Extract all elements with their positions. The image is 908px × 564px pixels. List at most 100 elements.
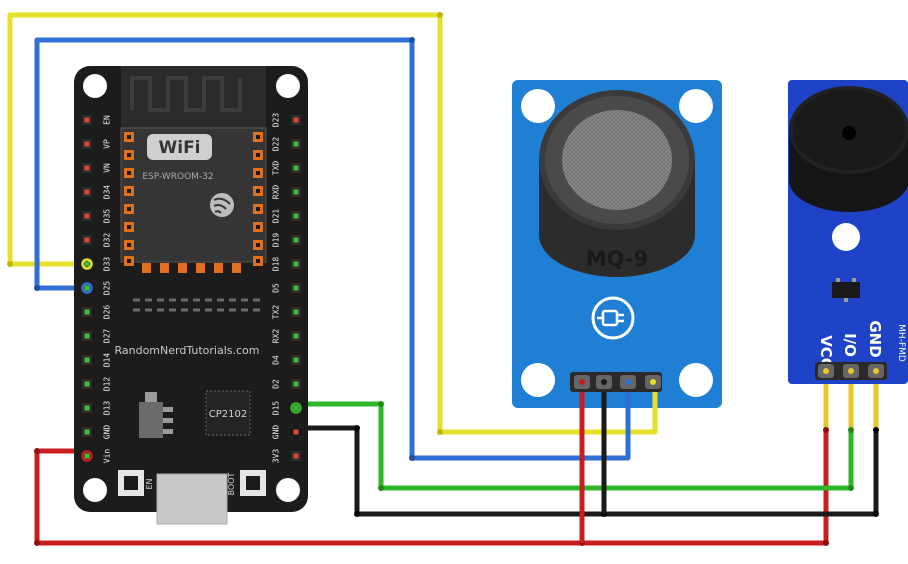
pin-dot: [84, 213, 90, 219]
buzzer-icon: [789, 86, 908, 212]
pin-dot: [84, 429, 90, 435]
pin-dot: [84, 141, 90, 147]
pin-label-d22: D22: [272, 137, 281, 152]
pin-label-gnd: GND: [103, 425, 112, 440]
antenna-trace: [130, 76, 242, 112]
pin-dot: [293, 237, 299, 243]
pin-label-d33: D33: [103, 257, 112, 272]
power-plug-icon: [591, 296, 635, 340]
pin-label-d25: D25: [103, 281, 112, 296]
pin-label-vin: Vin: [103, 449, 112, 464]
pin-dot: [293, 165, 299, 171]
pin-dot: [84, 357, 90, 363]
pin-label-d2: D2: [272, 379, 281, 389]
gas-sensor-cylinder: MQ-9: [539, 90, 695, 277]
sensor-pin-header: [570, 372, 662, 392]
pin-dot: [293, 285, 299, 291]
pin-dot: [84, 165, 90, 171]
pin-label-d14: D14: [103, 353, 112, 368]
left-pin-header: ENVPVND34D35D32D33D25D26D27D14D12D13GNDV…: [81, 115, 112, 464]
pin-label-d35: D35: [103, 209, 112, 224]
pin-dot: [293, 429, 299, 435]
mounting-hole: [276, 478, 300, 502]
pin-dot: [84, 405, 90, 411]
pin-label-vp: VP: [103, 139, 112, 149]
boot-button-label: BOOT: [227, 472, 236, 495]
pin-connection: [290, 426, 302, 438]
pin-label-d4: D4: [272, 355, 281, 365]
mq9-sensor-board: MQ-9: [512, 80, 722, 543]
pin-label-d27: D27: [103, 329, 112, 344]
pin-dot: [84, 381, 90, 387]
wire-green-io: [293, 401, 854, 491]
brand-text: RandomNerdTutorials.com: [114, 344, 259, 357]
pin-label-tx2: TX2: [272, 305, 281, 320]
pin-dot: [293, 333, 299, 339]
antenna-area: [121, 66, 266, 128]
wifi-logo: WiFi: [147, 134, 212, 160]
right-pin-header: D23D22TXDRXDD21D19D18D5TX2RX2D4D2D15GND3…: [272, 113, 302, 464]
usb-connector: [156, 473, 228, 525]
en-button-label: EN: [145, 478, 154, 489]
buzzer-pin-header: [815, 362, 887, 380]
pin-label-d18: D18: [272, 257, 281, 272]
pin-connection: [81, 450, 93, 462]
pin-dot: [84, 237, 90, 243]
pin-label-d26: D26: [103, 305, 112, 320]
pin-dot: [84, 333, 90, 339]
pin-dot: [293, 117, 299, 123]
pin-label-d34: D34: [103, 185, 112, 200]
mounting-hole: [83, 478, 107, 502]
pin-label-d32: D32: [103, 233, 112, 248]
svg-text:CP2102: CP2102: [209, 409, 247, 420]
transistor: [832, 278, 860, 302]
pin-dot: [84, 261, 90, 267]
mounting-hole: [679, 363, 713, 397]
pin-label-d21: D21: [272, 209, 281, 224]
pin-dot: [293, 357, 299, 363]
pin-label-d5: D5: [272, 283, 281, 293]
pin-dot: [84, 189, 90, 195]
pin-connection: [81, 258, 93, 270]
pin-dot: [293, 213, 299, 219]
module-name: ESP-WROOM-32: [142, 172, 213, 182]
pin-label-en: EN: [103, 115, 112, 125]
espressif-logo-icon: [210, 193, 234, 217]
pin-dot: [293, 309, 299, 315]
mounting-hole: [521, 89, 555, 123]
pin-dot: [293, 261, 299, 267]
pin-label-gnd: GND: [272, 425, 281, 440]
pin-dot: [293, 453, 299, 459]
pin-label-vn: VN: [103, 163, 112, 173]
pin-label-d23: D23: [272, 113, 281, 128]
buzzer-pin-gnd: GND: [866, 320, 884, 357]
pin-label-d15: D15: [272, 401, 281, 416]
mounting-hole: [832, 223, 860, 251]
pin-dot: [293, 189, 299, 195]
pin-dot: [84, 285, 90, 291]
pin-dot: [84, 117, 90, 123]
mounting-hole: [679, 89, 713, 123]
buzzer-pin-io: I/O: [841, 333, 859, 357]
pin-label-rxd: RXD: [272, 185, 281, 200]
voltage-regulator: [139, 392, 173, 438]
usb-uart-chip: CP2102: [205, 390, 251, 436]
pin-connection: [290, 402, 302, 414]
buzzer-pin-vcc: VCC: [817, 335, 835, 369]
pin-label-d12: D12: [103, 377, 112, 392]
pin-dot: [293, 141, 299, 147]
mounting-hole: [83, 74, 107, 98]
pin-dot: [293, 405, 299, 411]
sensor-name: MQ-9: [586, 247, 648, 271]
pin-dot: [84, 453, 90, 459]
pin-label-3v3: 3V3: [272, 449, 281, 464]
pin-label-rx2: RX2: [272, 329, 281, 344]
pin-label-d19: D19: [272, 233, 281, 248]
mounting-hole: [276, 74, 300, 98]
pin-dot: [84, 309, 90, 315]
mounting-hole: [521, 363, 555, 397]
buzzer-module: VCC I/O GND MH-FMD: [788, 80, 908, 384]
boot-button[interactable]: BOOT: [227, 470, 266, 496]
en-button[interactable]: EN: [118, 470, 154, 496]
